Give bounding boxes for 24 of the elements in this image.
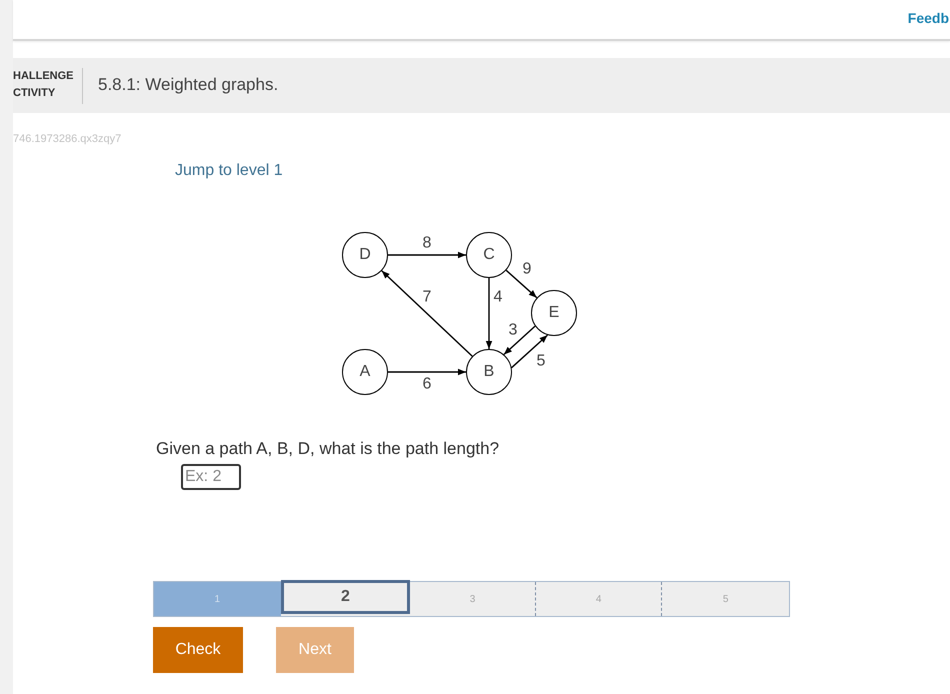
arrow bbox=[388, 368, 466, 376]
vertex-label: E bbox=[548, 305, 560, 321]
arrow bbox=[511, 334, 548, 368]
vertex-label: A bbox=[360, 364, 370, 380]
arrow bbox=[381, 270, 473, 357]
activity-type-label: HALLENGE bbox=[13, 70, 74, 83]
arrow bbox=[388, 252, 466, 258]
activity-id: 746.1973286.qx3zqy7 bbox=[13, 132, 122, 146]
feedback-link: Feedb bbox=[908, 10, 949, 26]
check-button: Check bbox=[153, 627, 243, 673]
arrow bbox=[486, 278, 492, 349]
activity-type-label: CTIVITY bbox=[13, 87, 56, 100]
vertex-label: B bbox=[484, 364, 494, 380]
answer-field: Ex: 2 bbox=[181, 464, 241, 490]
activity-title: 5.8.1: Weighted graphs. bbox=[98, 75, 278, 95]
level-button: 2 bbox=[280, 580, 410, 614]
vertex-label: D bbox=[359, 247, 371, 263]
vertex-label: C bbox=[483, 247, 495, 263]
question-text: Given a path A, B, D, what is the path length? bbox=[156, 439, 500, 459]
next-button: Next bbox=[276, 627, 354, 673]
arrow bbox=[503, 326, 536, 356]
jump-to-level-link: Jump to level 1 bbox=[175, 161, 283, 181]
arrow bbox=[506, 270, 538, 298]
level-button: 1 bbox=[154, 582, 281, 616]
